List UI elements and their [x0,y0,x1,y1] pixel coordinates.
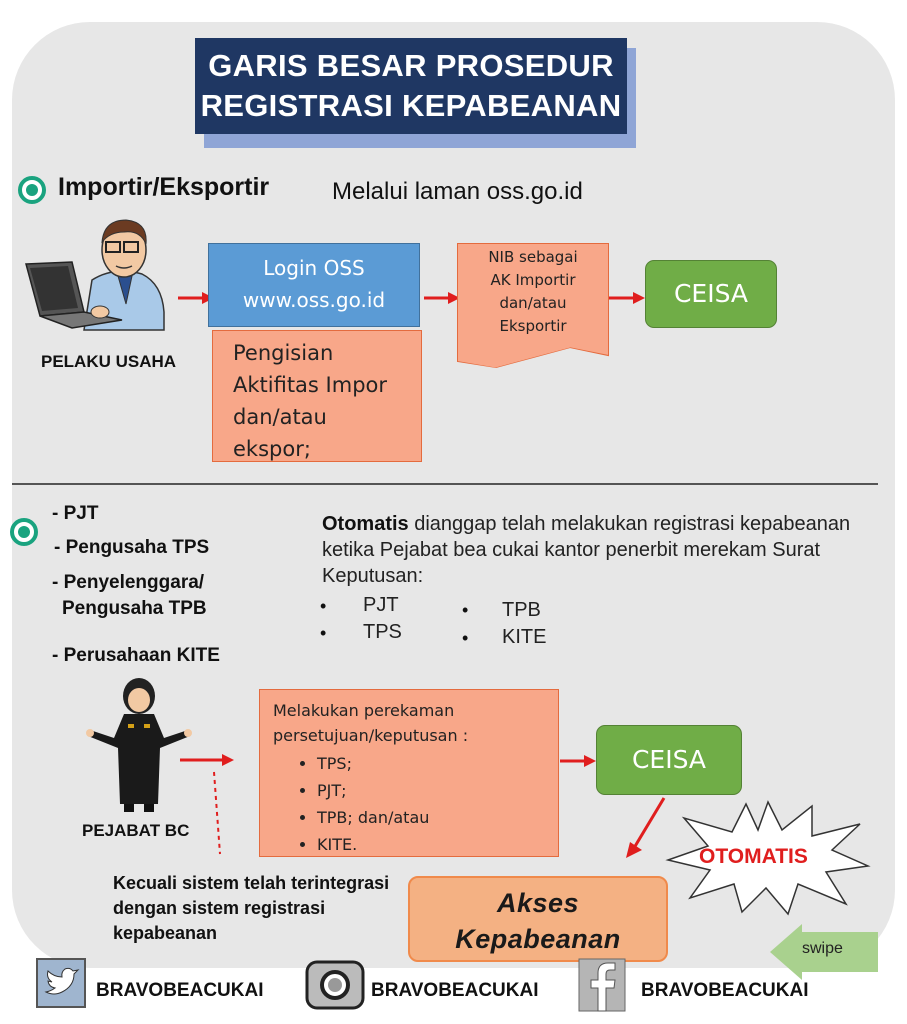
record-list: TPS; PJT; TPB; dan/atau KITE. [273,750,558,858]
bullet-pjt: PJT [363,594,399,616]
facebook-icon[interactable] [578,958,626,1012]
nib-line-2: AK Importir [490,271,576,289]
arrow-officer-to-record [180,754,234,766]
ceisa-box-1: CEISA [645,260,777,328]
pengisian-aktifitas-box: Pengisian Aktifitas Impor dan/atau ekspo… [212,330,422,462]
nib-line-3: dan/atau [499,294,567,312]
bullet-tps: TPS [363,621,402,643]
section1-bullet-icon [18,176,46,204]
nib-line-4: Eksportir [499,317,567,335]
pengisian-line-4: ekspor; [233,437,311,461]
akses-line-1: Akses [496,888,580,918]
login-oss-url: www.oss.go.id [242,288,386,312]
bullet-dot: • [462,600,469,620]
otomatis-burst-label: OTOMATIS [699,845,808,868]
otomatis-burst-shape [665,800,871,916]
bullet-dot: • [462,628,469,648]
section1-subheading: Melalui laman oss.go.id [332,178,583,205]
officer-icon [86,678,192,812]
actor-label-pelaku-usaha: PELAKU USAHA [41,352,177,371]
list-item-pjt: - PJT [52,503,99,524]
list-item-pengusaha-tpb: Pengusaha TPB [62,598,207,619]
record-decision-box: Melakukan perekaman persetujuan/keputusa… [259,689,559,857]
swipe-arrow-icon[interactable] [770,924,880,980]
akses-kepabeanan-box: Akses Kepabeanan [408,876,668,962]
bullet-dot: • [320,623,327,643]
section2-bullet-icon [10,518,38,546]
instagram-icon[interactable] [305,960,365,1010]
pengisian-line-3: dan/atau [233,405,327,429]
record-item-tps: TPS; [317,750,558,777]
otomatis-description: Otomatis dianggap telah melakukan regist… [322,511,882,589]
arrow-login-to-nib [424,292,460,304]
list-item-pengusaha-tps: - Pengusaha TPS [54,537,210,558]
list-item-penyelenggara: - Penyelenggara/ [52,572,205,593]
dashed-line-exception [213,771,221,855]
record-item-tpb: TPB; dan/atau [317,804,558,831]
facebook-handle[interactable]: BRAVOBEACUKAI [641,980,809,1001]
otomatis-rest: dianggap telah melakukan registrasi kepa… [322,513,851,587]
record-item-kite: KITE. [317,831,558,858]
otomatis-bold: Otomatis [322,513,409,535]
title-line-1: GARIS BESAR PROSEDUR [208,48,614,83]
arrow-ceisa-to-akses [626,797,666,858]
twitter-handle[interactable]: BRAVOBEACUKAI [96,980,264,1001]
exception-text: Kecuali sistem telah terintegrasi dengan… [113,873,390,943]
instagram-handle[interactable]: BRAVOBEACUKAI [371,980,539,1001]
record-item-pjt: PJT; [317,777,558,804]
arrow-nib-to-ceisa [609,292,645,304]
record-title: Melakukan perekaman persetujuan/keputusa… [273,701,469,745]
section-divider [12,483,878,485]
list-item-perusahaan-kite: - Perusahaan KITE [52,645,220,666]
bullet-dot: • [320,596,327,616]
actor-label-pejabat-bc: PEJABAT BC [82,821,190,840]
bullet-tpb: TPB [502,599,541,621]
swipe-label: swipe [802,940,843,957]
businessman-laptop-icon [25,219,165,331]
nib-document-box: NIB sebagai AK Importir dan/atau Eksport… [458,244,608,368]
pengisian-line-1: Pengisian [233,341,334,365]
page-title: GARIS BESAR PROSEDUR REGISTRASI KEPABEAN… [195,38,627,134]
login-oss-box: Login OSS www.oss.go.id [208,243,420,327]
bullet-kite: KITE [502,626,547,648]
akses-line-2: Kepabeanan [455,924,621,954]
title-line-2: REGISTRASI KEPABEANAN [200,88,622,123]
login-oss-label: Login OSS [263,256,365,280]
arrow-record-to-ceisa [560,755,596,767]
ceisa-box-2: CEISA [596,725,742,795]
nib-line-1: NIB sebagai [488,248,578,266]
twitter-icon[interactable] [36,958,86,1008]
section1-heading: Importir/Eksportir [58,173,270,201]
pengisian-line-2: Aktifitas Impor [233,373,388,397]
